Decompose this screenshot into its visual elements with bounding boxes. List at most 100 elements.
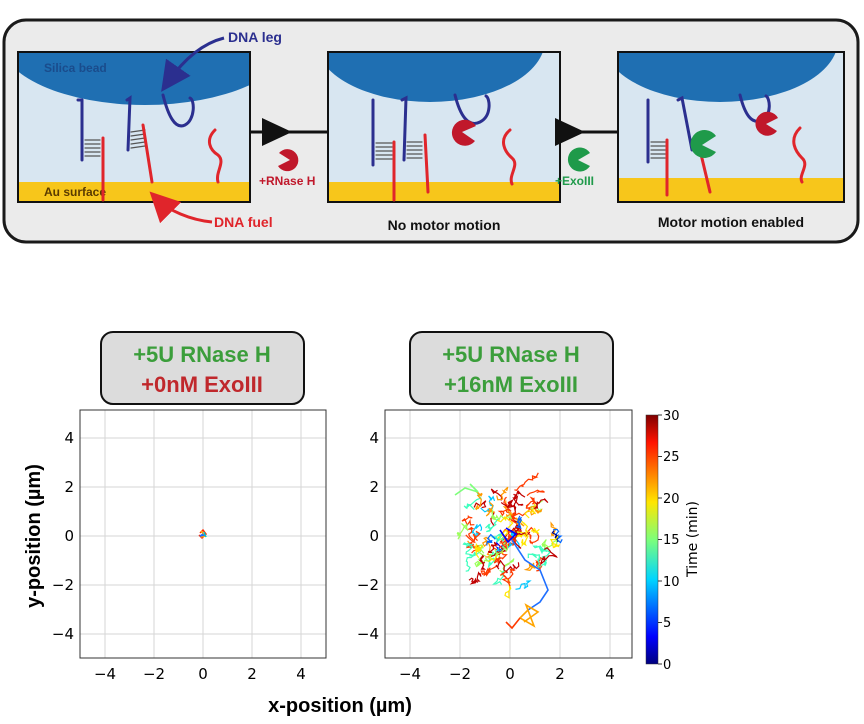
trajectory-path	[461, 515, 475, 527]
step-arrow-2	[555, 118, 618, 146]
trajectory-path	[487, 550, 502, 564]
rnase-h-bound-icon-2	[755, 111, 778, 136]
x-tick: −4	[94, 665, 116, 683]
trajectory-path	[530, 527, 540, 535]
trajectory-path	[505, 617, 521, 630]
cb-tick: 15	[663, 533, 680, 548]
trajectory-path	[515, 515, 523, 530]
trajectory-path	[499, 527, 518, 544]
trajectory-path	[500, 501, 512, 509]
trajectory-path	[474, 557, 489, 568]
rnase-h-bound-icon	[451, 119, 476, 146]
right-plot-grid	[385, 410, 632, 658]
silica-bead-label: Silica bead	[44, 61, 107, 75]
trajectory-path	[473, 500, 487, 509]
cb-tick: 5	[663, 616, 671, 631]
cb-tick: 20	[663, 492, 680, 507]
trajectory-path	[496, 515, 514, 529]
y-tick: 0	[64, 527, 74, 545]
trajectory-path	[462, 542, 474, 557]
x-tick: 2	[555, 665, 565, 683]
trajectory-path	[523, 561, 537, 571]
exo-label: +ExoIII	[555, 174, 594, 188]
trajectory-path	[485, 501, 496, 517]
y-axis-label: y-position (µm)	[23, 464, 45, 608]
dna-leg-arrow	[161, 36, 225, 92]
dna-strands-panel-2	[371, 93, 517, 202]
dna-strands-panel-3	[646, 93, 807, 197]
trajectory-path	[479, 554, 487, 570]
trajectory-path	[511, 539, 549, 611]
trajectory-path	[513, 490, 526, 511]
x-tick: 2	[247, 665, 257, 683]
colorbar-label: Time (min)	[685, 501, 701, 578]
left-plot-frame	[79, 409, 327, 659]
trajectory-path	[456, 523, 469, 540]
trajectory-path	[487, 541, 499, 553]
trajectory-path	[468, 571, 482, 585]
trajectory-path	[494, 542, 509, 556]
trajectory-path	[497, 496, 512, 517]
trajectory-path	[463, 492, 482, 511]
y-tick: 0	[369, 527, 379, 545]
cb-tick: 30	[663, 409, 680, 424]
left-x-ticks: −4 −2 0 2 4	[94, 665, 306, 683]
cb-tick: 0	[663, 658, 671, 673]
trajectory-path	[474, 542, 483, 559]
trajectory-path	[496, 486, 509, 501]
trajectory-path	[487, 551, 497, 569]
trajectory-path	[465, 551, 480, 572]
cb-tick: 10	[663, 575, 680, 590]
trajectory-path	[520, 520, 529, 548]
x-tick: 0	[198, 665, 208, 683]
right-title-line-2: +16nM ExoIII	[444, 372, 578, 397]
dna-strands-panel-1	[76, 93, 223, 202]
trajectory-path	[499, 571, 511, 587]
colorbar-ticks: 30 25 20 15 10 5 0	[658, 409, 680, 673]
x-tick: 4	[605, 665, 615, 683]
y-tick: −2	[52, 576, 74, 594]
trajectory-path	[550, 521, 557, 537]
y-tick: −2	[357, 576, 379, 594]
right-y-ticks: 4 2 0 −2 −4	[357, 429, 379, 643]
trajectory-path	[482, 536, 493, 558]
rnase-h-icon	[278, 149, 299, 172]
right-x-ticks: −4 −2 0 2 4	[399, 665, 615, 683]
left-trajectory	[198, 528, 207, 540]
x-tick: 0	[505, 665, 515, 683]
caption-no-motion: No motor motion	[388, 217, 501, 233]
panel-motion	[618, 52, 844, 202]
au-surface-label: Au surface	[44, 185, 106, 199]
trajectory-path	[525, 496, 536, 509]
x-axis-label: x-position (µm)	[268, 695, 412, 717]
left-title-line-1: +5U RNase H	[133, 342, 271, 367]
dna-fuel-arrow	[149, 191, 213, 224]
trajectory-path	[480, 565, 497, 577]
right-trajectories	[454, 472, 563, 630]
y-tick: 2	[369, 478, 379, 496]
trajectory-path	[518, 603, 540, 628]
y-tick: 4	[64, 429, 74, 447]
right-plot-frame	[384, 409, 633, 659]
right-title-line-1: +5U RNase H	[442, 342, 580, 367]
trajectory-path	[494, 542, 514, 555]
trajectory-path	[492, 570, 505, 585]
trajectory-path	[533, 498, 549, 510]
trajectory-path	[454, 483, 479, 496]
y-tick: −4	[52, 625, 74, 643]
trajectory-path	[514, 472, 539, 491]
caption-motion-enabled: Motor motion enabled	[658, 214, 804, 230]
trajectory-path	[475, 491, 483, 511]
y-tick: 2	[64, 478, 74, 496]
exoiii-icon	[567, 147, 590, 172]
trajectory-path	[551, 530, 559, 543]
trajectory-path	[515, 517, 525, 527]
dna-leg-label: DNA leg	[228, 29, 282, 45]
y-tick: 4	[369, 429, 379, 447]
trajectory-path	[526, 489, 545, 497]
trajectory-path	[486, 533, 496, 546]
y-tick: −4	[357, 625, 379, 643]
trajectory-path	[540, 539, 558, 549]
trajectory-path	[495, 559, 520, 574]
trajectory-path	[510, 503, 531, 520]
